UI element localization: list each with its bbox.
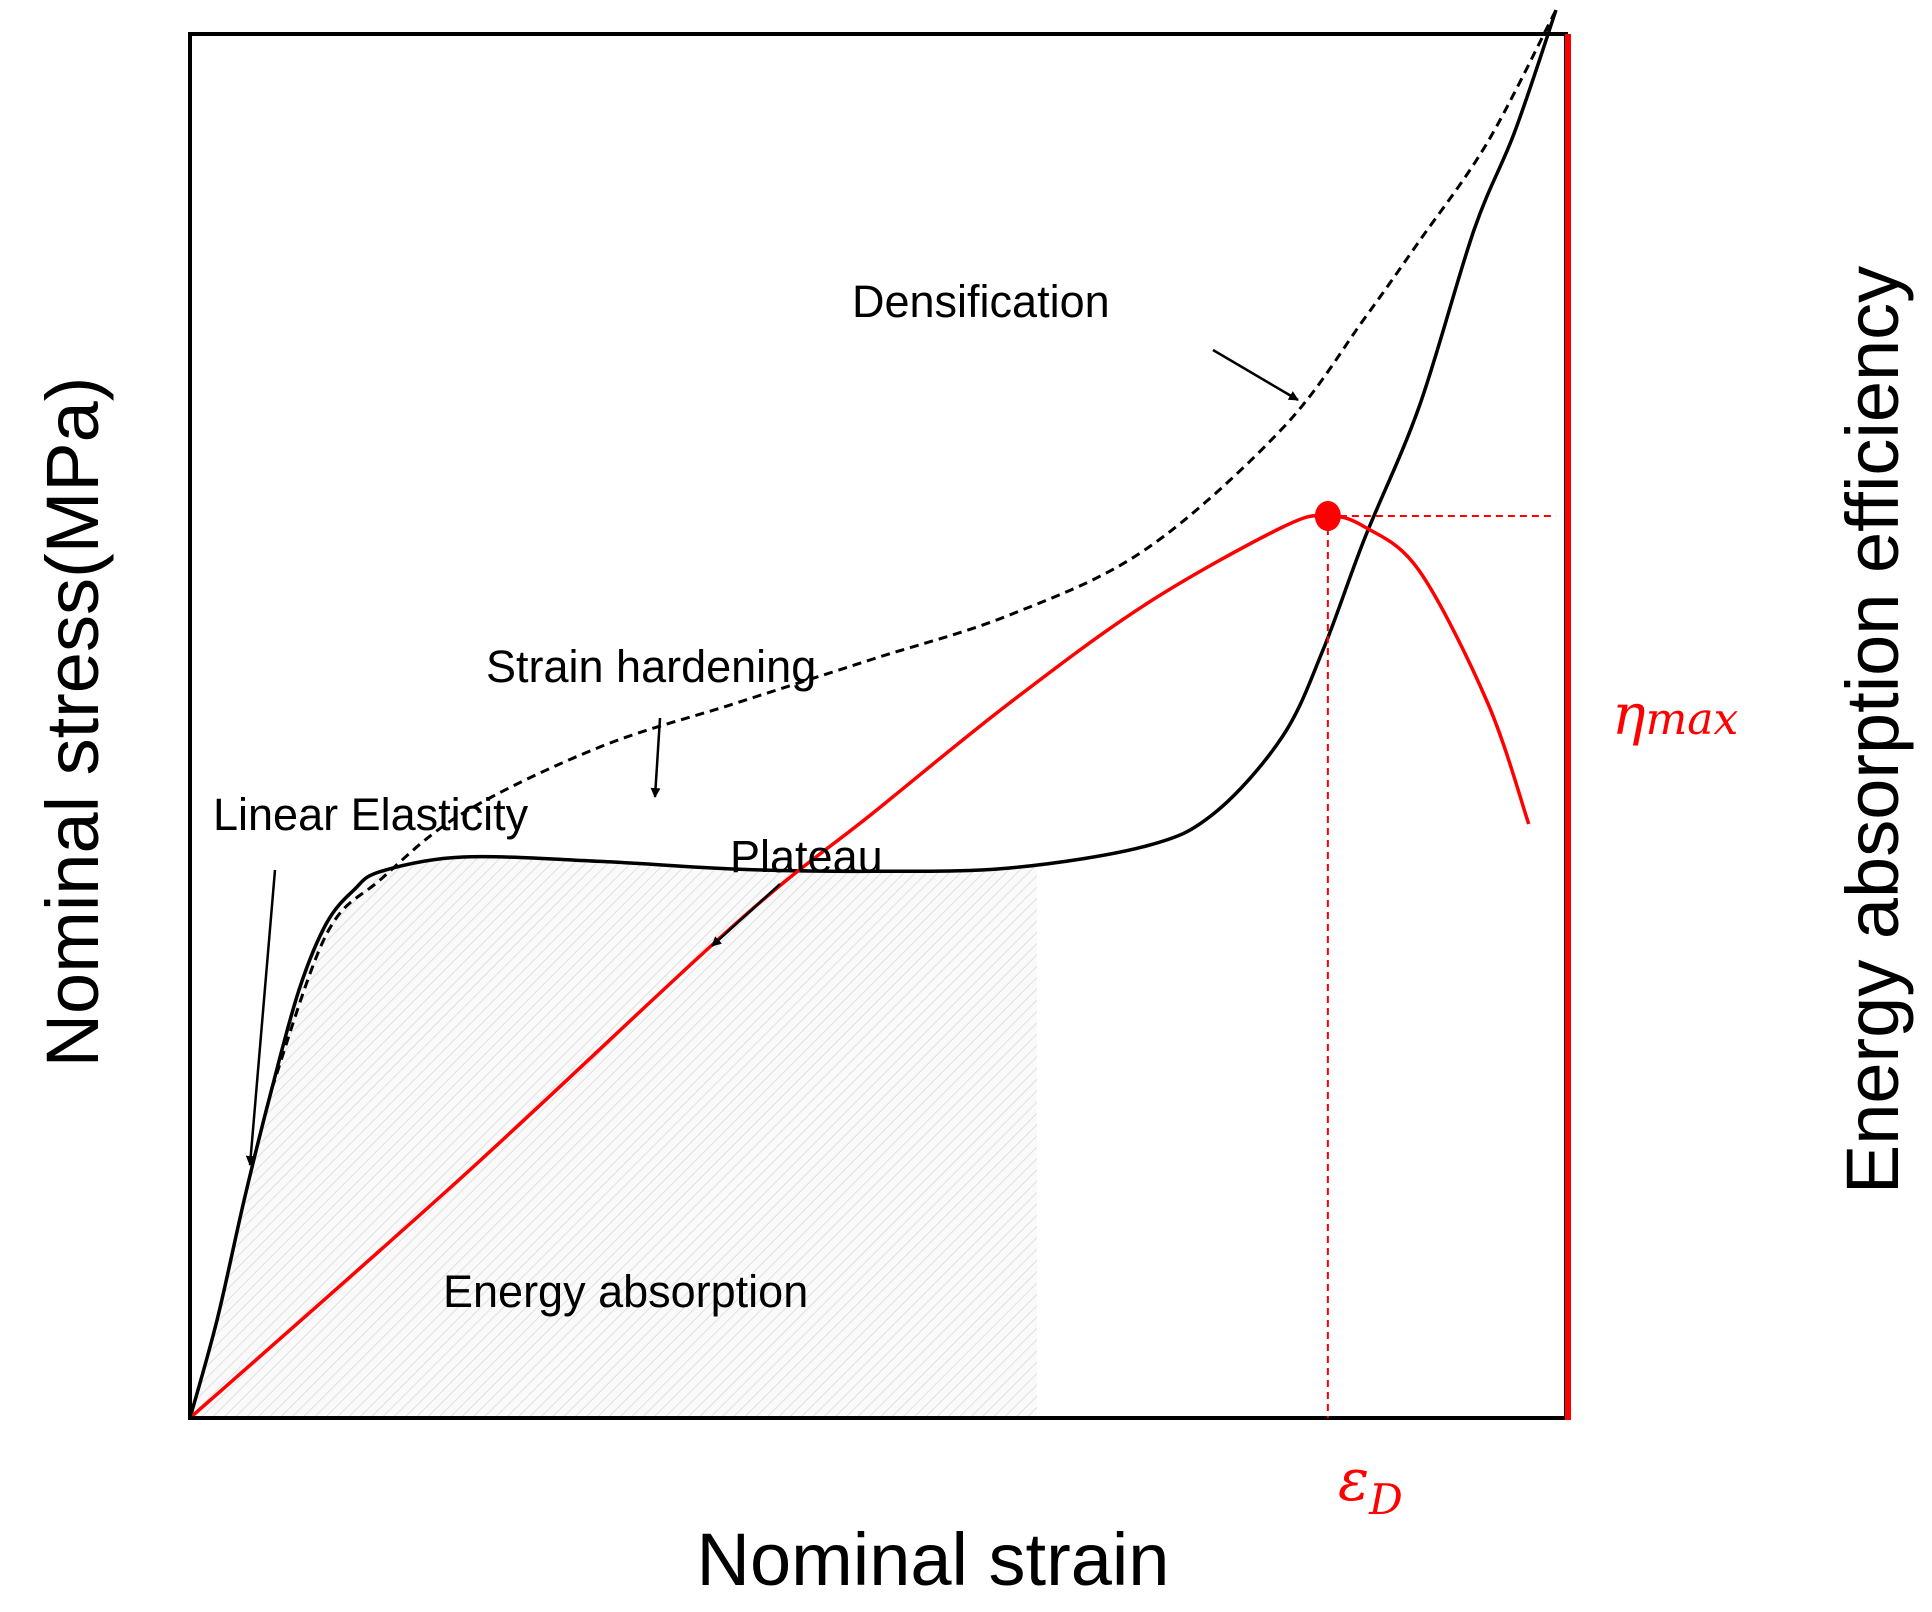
plateau-label: Plateau bbox=[730, 831, 883, 882]
epsilon-subscript: D bbox=[1368, 1475, 1403, 1524]
efficiency-curve bbox=[188, 513, 1531, 1420]
y-axis-title: Nominal stress(MPa) bbox=[31, 377, 114, 1068]
strain-hardening-label: Strain hardening bbox=[486, 641, 816, 692]
x-axis-title: Nominal strain bbox=[697, 1518, 1170, 1601]
energy-absorption-shaded-area bbox=[190, 856, 1037, 1418]
densification-label: Densification bbox=[852, 276, 1110, 327]
energy-absorption-label: Energy absorption bbox=[443, 1266, 808, 1317]
densification-arrow bbox=[1212, 348, 1299, 402]
epsilon-symbol: ε bbox=[1338, 1446, 1369, 1514]
linear-elasticity-arrow bbox=[245, 869, 277, 1166]
epsilon-d-label: εD bbox=[1338, 1446, 1403, 1524]
linear-elasticity-label: Linear Elasticity bbox=[213, 789, 529, 840]
stress-strain-curve bbox=[188, 9, 1558, 1419]
right-y-axis-title: Energy absorption efficiency bbox=[1831, 266, 1914, 1194]
eta-max-label: ηmax bbox=[1612, 683, 1739, 748]
strain-hardening-curve bbox=[270, 9, 1558, 1089]
strain-hardening-arrow bbox=[650, 717, 662, 798]
eta-max-point bbox=[1314, 501, 1341, 531]
plateau-arrow bbox=[711, 883, 781, 947]
eta-subscript: max bbox=[1646, 694, 1739, 745]
eta-symbol: η bbox=[1612, 683, 1646, 748]
